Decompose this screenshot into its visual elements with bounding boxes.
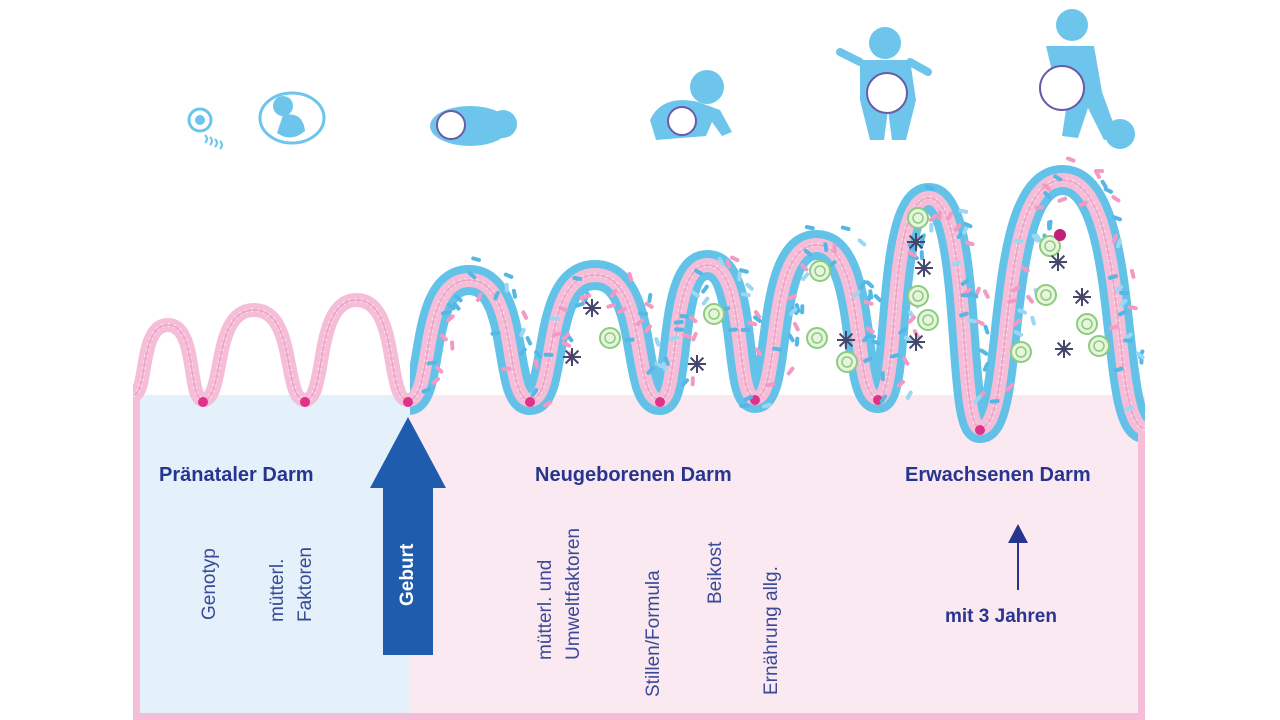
three-years-arrow: [1008, 524, 1028, 590]
prenatal-gut-heading: Pränataler Darm: [159, 464, 314, 486]
development-stage-icons: [187, 9, 1135, 150]
crawling-baby-icon: [650, 70, 732, 140]
newborn-gut-heading: Neugeborenen Darm: [535, 464, 732, 486]
birth-arrow: [370, 417, 446, 655]
postnatal-background: [410, 395, 1145, 720]
age-label: mit 3 Jahren: [945, 606, 1057, 627]
walking-child-ball-icon: [1039, 9, 1135, 149]
prenatal-factor-label: mütterl. Faktoren: [264, 547, 320, 622]
prenatal-background: [133, 395, 410, 720]
postnatal-factor-line: Stillen/Formula: [643, 570, 664, 697]
postnatal-factor-label: Beikost: [702, 542, 730, 604]
intestinal-villi: [133, 156, 1145, 720]
postnatal-factor-line: Beikost: [705, 541, 726, 604]
zygote-icon: [187, 107, 223, 150]
prenatal-factor-line: Genotyp: [199, 548, 220, 620]
postnatal-factor-line: Umweltfaktoren: [563, 528, 584, 660]
prenatal-factor-line: Faktoren: [295, 547, 316, 622]
fetus-icon: [258, 91, 326, 145]
postnatal-factor-label: mütterl. und Umweltfaktoren: [532, 528, 588, 660]
newborn-icon: [430, 106, 517, 146]
standing-toddler-icon: [836, 27, 932, 140]
birth-label: Geburt: [397, 543, 418, 606]
postnatal-factor-line: Ernährung allg.: [761, 566, 782, 695]
prenatal-factor-line: mütterl.: [267, 558, 288, 622]
postnatal-factor-line: mütterl. und: [535, 559, 556, 660]
prenatal-factor-label: Genotyp: [196, 548, 224, 620]
postnatal-factor-label: Ernährung allg.: [758, 566, 786, 695]
postnatal-factor-label: Stillen/Formula: [640, 570, 668, 697]
adult-gut-heading: Erwachsenen Darm: [905, 464, 1091, 486]
immune-cells: [563, 207, 1110, 373]
